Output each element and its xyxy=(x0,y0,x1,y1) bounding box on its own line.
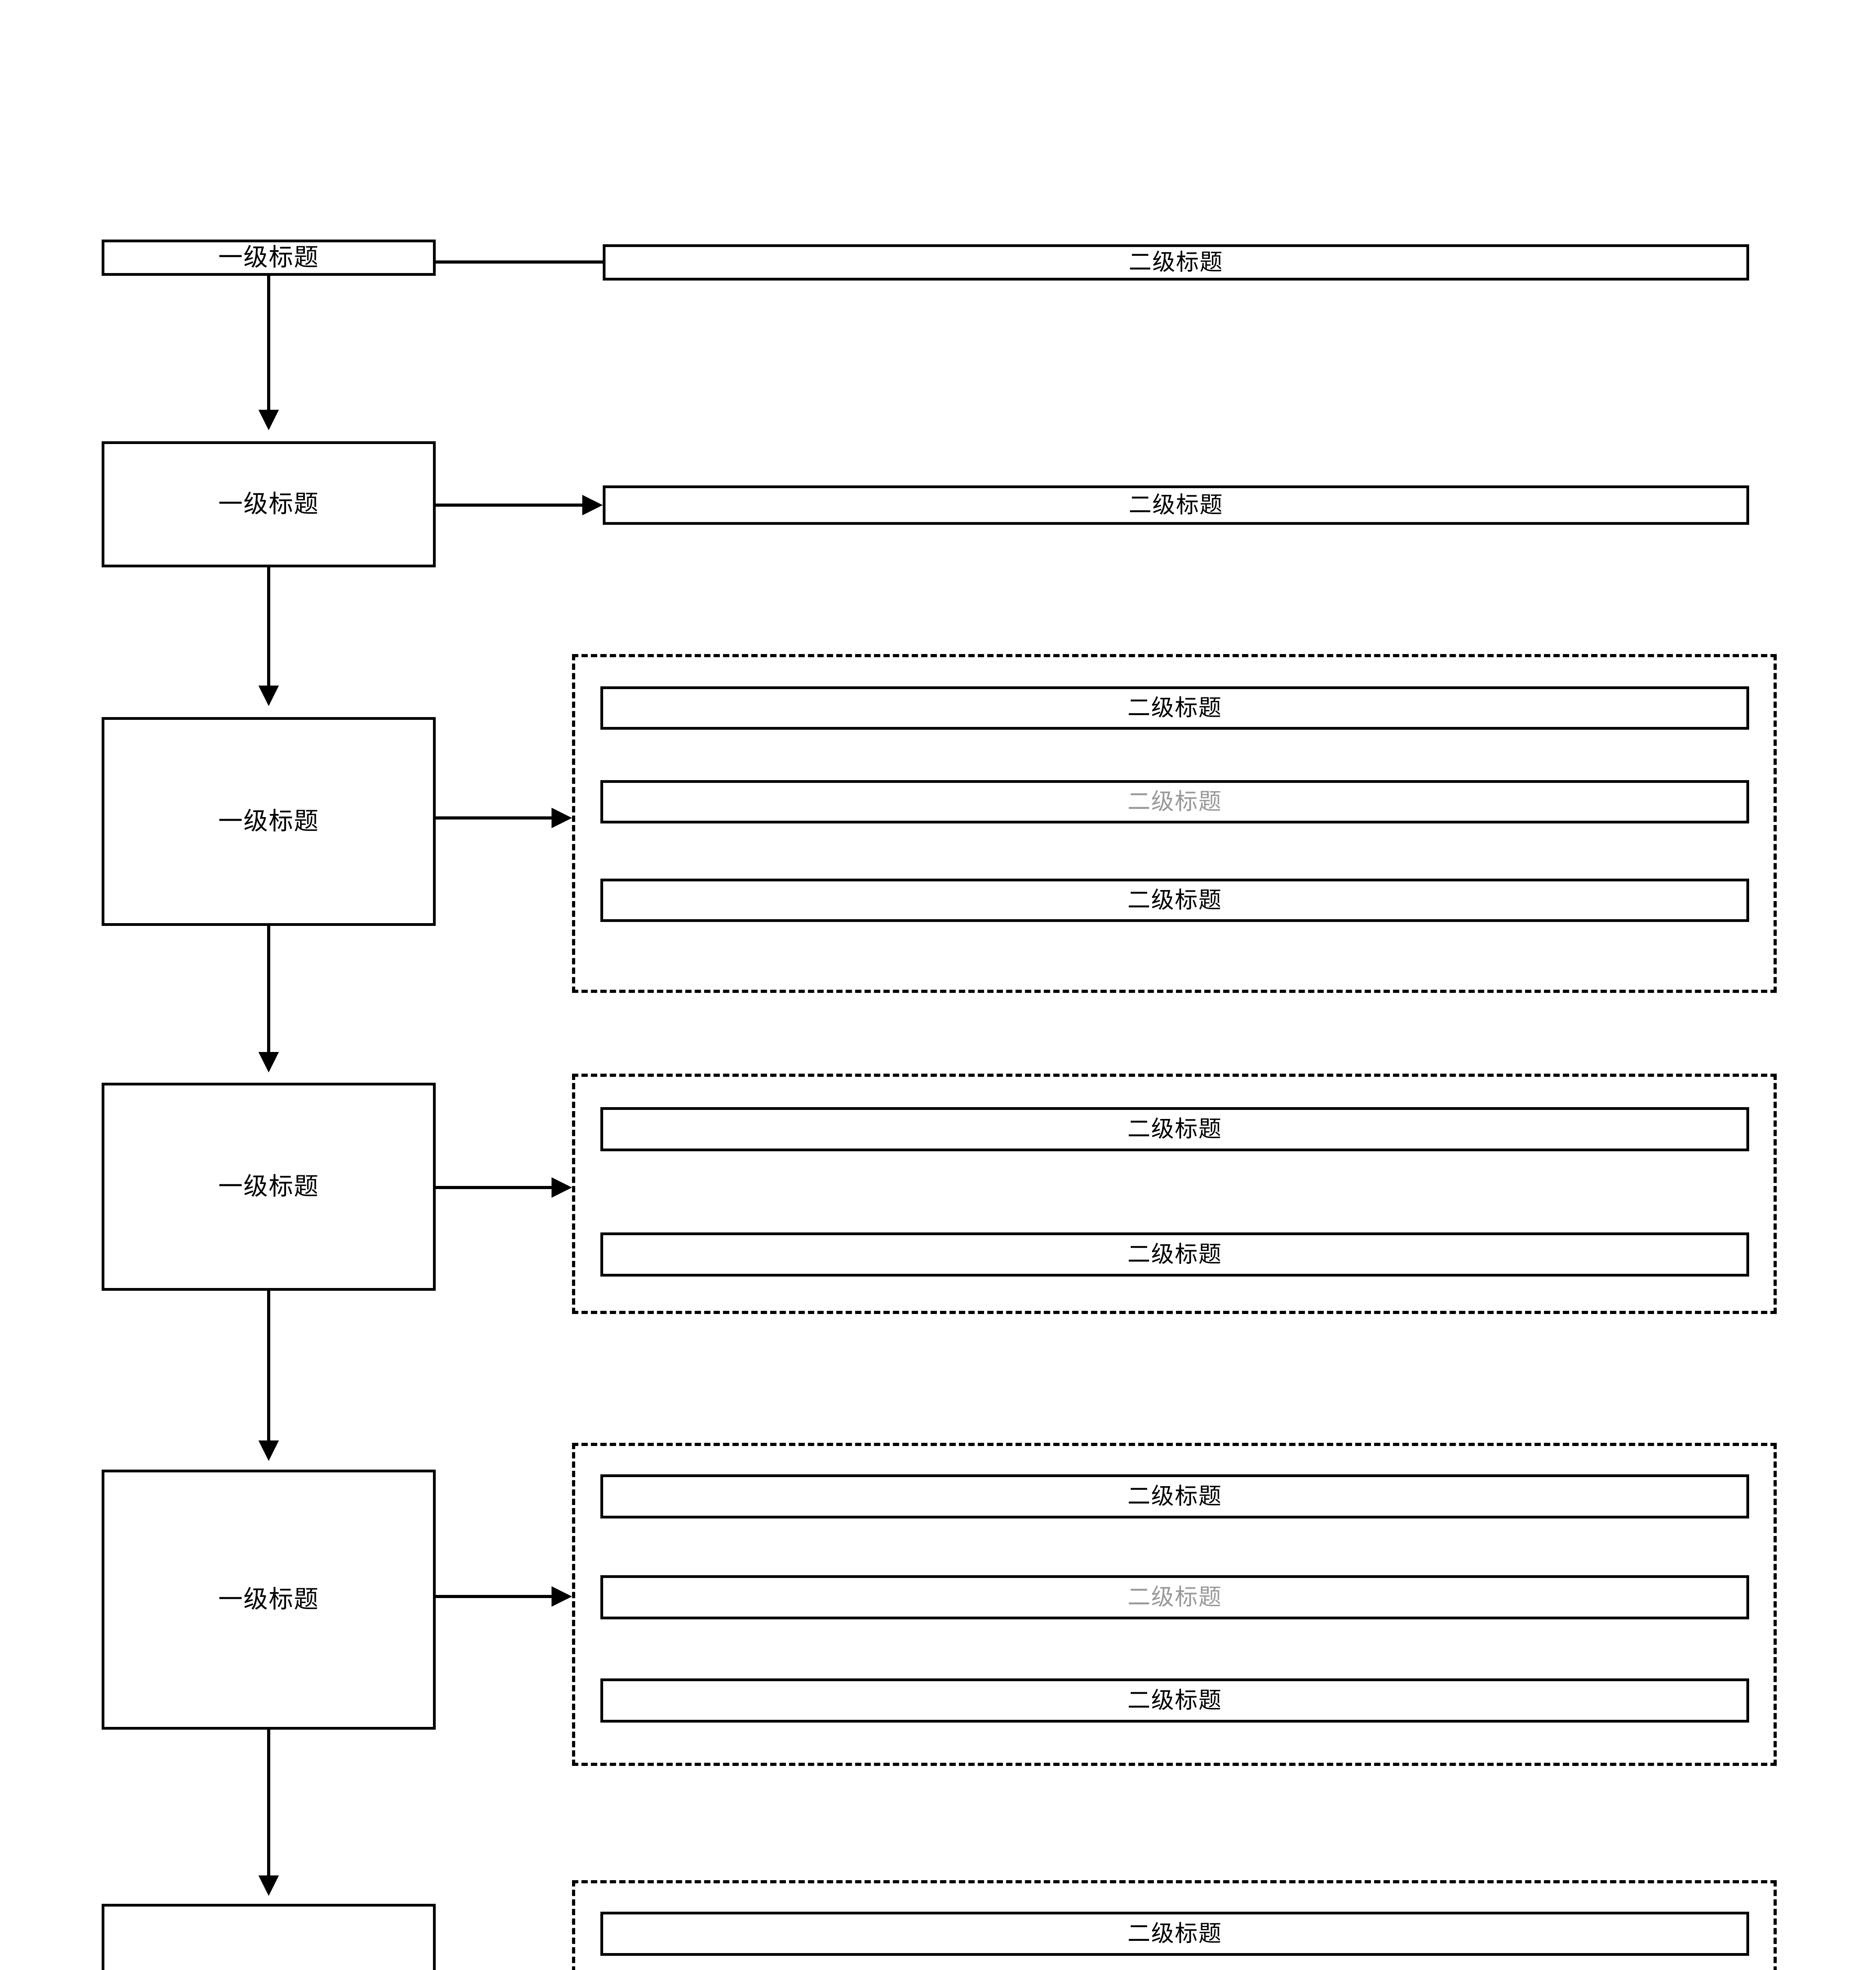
secondary-node-3-1-label: 二级标题 xyxy=(1127,695,1222,721)
secondary-node-4-1-label: 二级标题 xyxy=(1127,1116,1222,1142)
secondary-node-2-1[interactable]: 二级标题 xyxy=(603,485,1749,525)
connector-row2-to-row3 xyxy=(267,567,270,686)
connector-row3-to-row4 xyxy=(267,926,270,1052)
secondary-node-3-1[interactable]: 二级标题 xyxy=(600,686,1749,730)
primary-node-6[interactable]: 一级标题 xyxy=(102,1904,436,1970)
secondary-node-3-3-label: 二级标题 xyxy=(1127,887,1222,913)
connector-row5-branch xyxy=(436,1595,552,1598)
primary-node-2-label: 一级标题 xyxy=(218,491,319,518)
primary-node-1[interactable]: 一级标题 xyxy=(102,240,436,276)
secondary-group-4 xyxy=(572,1074,1777,1314)
secondary-node-1-1-label: 二级标题 xyxy=(1128,249,1223,275)
secondary-node-5-3-label: 二级标题 xyxy=(1127,1688,1222,1713)
secondary-node-6-1[interactable]: 二级标题 xyxy=(600,1912,1749,1956)
secondary-group-5 xyxy=(572,1443,1777,1766)
arrow-row3-to-row4-head xyxy=(258,1052,279,1072)
primary-node-4-label: 一级标题 xyxy=(218,1173,319,1200)
secondary-node-5-1-label: 二级标题 xyxy=(1127,1483,1222,1509)
primary-node-5[interactable]: 一级标题 xyxy=(102,1470,436,1730)
connector-row1-branch xyxy=(436,260,603,264)
secondary-node-3-3[interactable]: 二级标题 xyxy=(600,879,1749,922)
arrow-row2-to-row3-head xyxy=(258,686,279,706)
secondary-node-6-1-label: 二级标题 xyxy=(1127,1921,1222,1946)
secondary-group-6 xyxy=(572,1880,1777,1970)
secondary-node-4-1[interactable]: 二级标题 xyxy=(600,1107,1749,1151)
connector-row1-to-row2 xyxy=(267,276,270,410)
secondary-node-5-2-label: 二级标题 xyxy=(1127,1584,1222,1610)
secondary-node-5-1[interactable]: 二级标题 xyxy=(600,1474,1749,1518)
arrow-row2-branch-head xyxy=(582,495,603,515)
secondary-node-3-2-label: 二级标题 xyxy=(1127,789,1222,814)
secondary-node-1-1[interactable]: 二级标题 xyxy=(603,244,1749,281)
secondary-group-3 xyxy=(572,654,1777,993)
arrow-row3-branch-head xyxy=(552,808,572,828)
connector-row4-to-row5 xyxy=(267,1291,270,1440)
arrow-row4-branch-head xyxy=(552,1177,572,1198)
primary-node-4[interactable]: 一级标题 xyxy=(102,1083,436,1291)
arrow-row5-branch-head xyxy=(552,1586,572,1607)
arrow-row5-to-row6-head xyxy=(258,1875,279,1896)
secondary-node-5-3[interactable]: 二级标题 xyxy=(600,1678,1749,1723)
primary-node-2[interactable]: 一级标题 xyxy=(102,441,436,567)
primary-node-3[interactable]: 一级标题 xyxy=(102,717,436,926)
secondary-node-2-1-label: 二级标题 xyxy=(1128,492,1223,518)
secondary-node-4-2[interactable]: 二级标题 xyxy=(600,1232,1749,1277)
primary-node-3-label: 一级标题 xyxy=(218,808,319,835)
secondary-node-4-2-label: 二级标题 xyxy=(1127,1241,1222,1267)
connector-row2-branch xyxy=(436,504,582,507)
secondary-node-5-2b[interactable]: 二级标题 xyxy=(600,1575,1749,1619)
connector-row4-branch xyxy=(436,1186,552,1189)
arrow-row4-to-row5-head xyxy=(258,1440,279,1461)
arrow-row1-to-row2-head xyxy=(258,410,279,430)
secondary-node-3-2[interactable]: 二级标题 xyxy=(600,780,1749,823)
connector-row3-branch xyxy=(436,816,552,820)
primary-node-5-label: 一级标题 xyxy=(218,1586,319,1613)
primary-node-1-label: 一级标题 xyxy=(218,244,319,271)
connector-row5-to-row6 xyxy=(267,1730,270,1875)
